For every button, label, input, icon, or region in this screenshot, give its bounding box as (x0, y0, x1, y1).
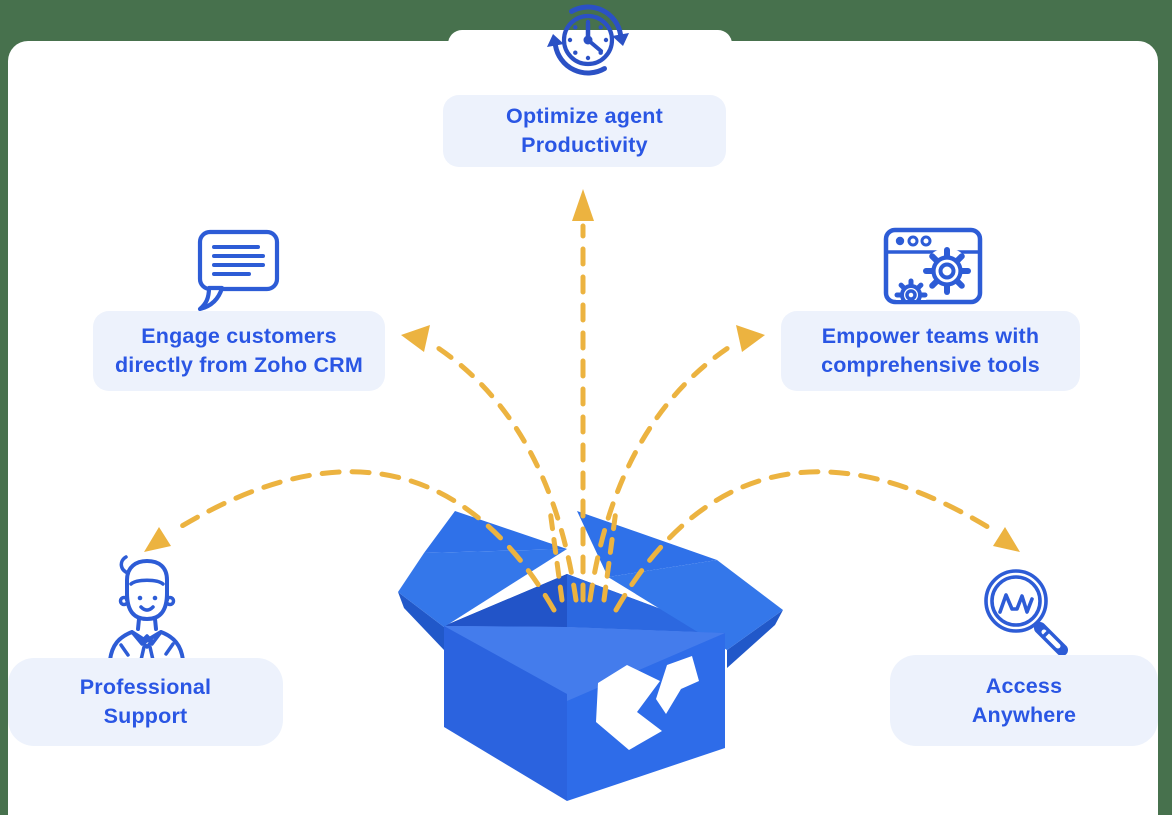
browser-gears-icon (883, 227, 983, 305)
box-right-flap (608, 560, 783, 650)
benefit-line: Engage customers (141, 324, 337, 348)
benefit-line: comprehensive tools (821, 353, 1040, 377)
spark-right (601, 507, 619, 603)
box-left-flap (398, 549, 567, 627)
benefit-line: Empower teams with (821, 324, 1040, 348)
benefit-line: Support (103, 704, 188, 728)
benefit-line: Access (985, 673, 1063, 698)
arrow-up-head (572, 189, 594, 221)
chat-bubble-icon (197, 229, 280, 312)
arrows-layer (144, 189, 1020, 613)
arrow-bottom-left-head (144, 527, 171, 552)
arrow-left-curve (429, 341, 579, 603)
box-left-flap-underside (398, 592, 444, 650)
magnifier-chart-icon (984, 569, 1068, 656)
benefit-card-access: Access Anywhere (890, 655, 1158, 746)
arrow-bottom-right-head (993, 527, 1020, 552)
benefit-card-empower: Empower teams with comprehensive tools (781, 311, 1080, 391)
box-interior-left-wall (444, 574, 567, 627)
benefit-line: Anywhere (971, 702, 1077, 727)
arrow-right-curve (587, 341, 737, 603)
benefit-card-engage: Engage customers directly from Zoho CRM (93, 311, 385, 391)
box-right-flap-underside (727, 610, 783, 668)
zoho-desk-box-logo (596, 656, 699, 750)
arrow-bottom-left-arc (169, 469, 557, 613)
benefit-line: Productivity (521, 133, 648, 157)
benefit-card-support: Professional Support (8, 658, 283, 746)
support-agent-icon (108, 555, 185, 662)
benefit-line: Optimize agent (506, 104, 663, 128)
benefit-line: directly from Zoho CRM (114, 353, 364, 377)
clock-refresh-icon (547, 4, 629, 76)
open-box-illustration (398, 511, 783, 801)
benefit-line: Professional (79, 675, 212, 699)
arrow-right-head (736, 325, 765, 352)
spark-left (547, 507, 565, 603)
box-front-left-fold (444, 626, 567, 694)
arrow-bottom-right-arc (613, 469, 999, 613)
arrow-left-head (401, 325, 430, 352)
benefit-card-optimize: Optimize agent Productivity (443, 95, 726, 167)
